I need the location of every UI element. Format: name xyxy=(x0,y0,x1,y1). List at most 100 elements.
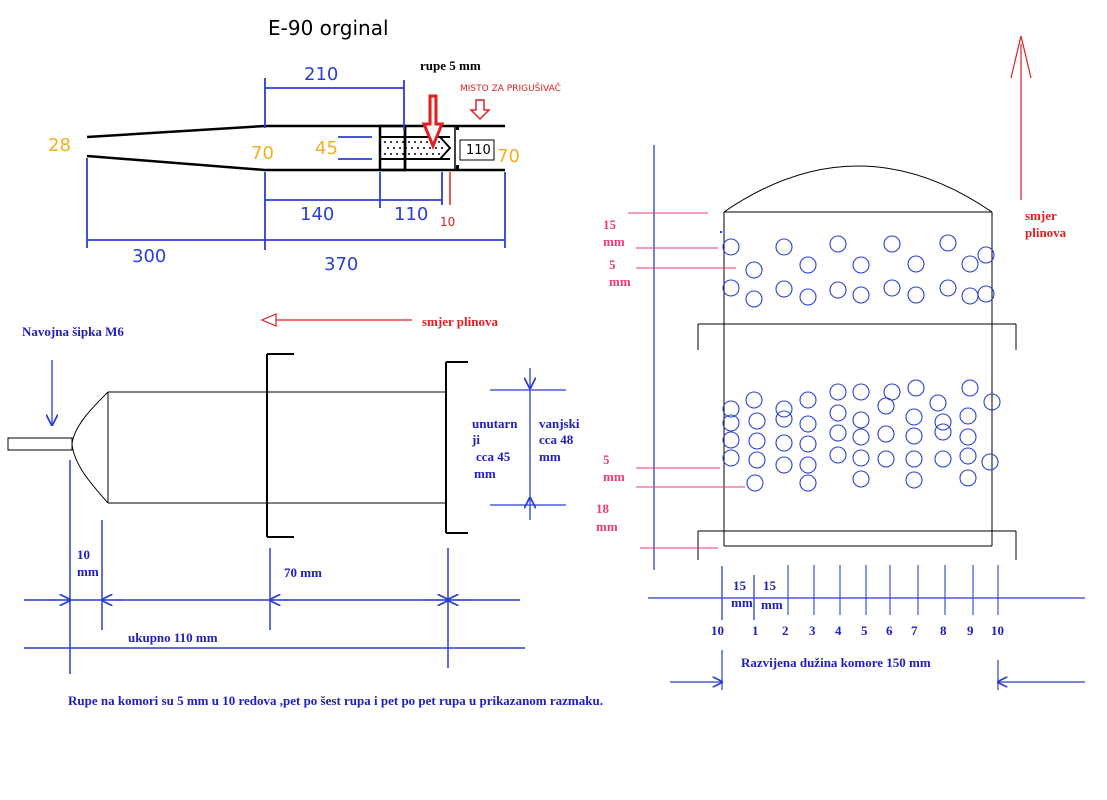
inner-diameter-label: unutarn ji cca 45 mm xyxy=(471,416,521,481)
hole-dot xyxy=(390,153,392,155)
gas-direction-label-right: smjer plinova xyxy=(1025,208,1067,240)
label-5mm-top: 5 mm xyxy=(609,257,631,289)
hole-dot xyxy=(393,147,395,149)
dim-140: 140 xyxy=(300,204,334,225)
chamber-hole xyxy=(905,408,923,426)
row-number: 6 xyxy=(886,623,893,638)
chamber-hole xyxy=(799,456,817,474)
diameter-70-mid: 70 xyxy=(251,143,274,164)
chamber-hole xyxy=(905,471,923,489)
chamber-hole xyxy=(852,470,870,488)
chamber-hole xyxy=(799,256,817,274)
hole-dot xyxy=(420,141,422,143)
chamber-hole xyxy=(852,256,870,274)
diameter-70-right: 70 xyxy=(497,146,520,167)
chamber-hole xyxy=(877,450,895,468)
hole-dot xyxy=(426,141,428,143)
dim-10mm-label: 10 mm xyxy=(77,547,99,579)
chamber-hole xyxy=(748,412,766,430)
chamber-hole xyxy=(939,279,957,297)
chamber-hole xyxy=(852,411,870,429)
hole-dot xyxy=(408,141,410,143)
chamber-hole xyxy=(883,235,901,253)
footer-note: Rupe na komori su 5 mm u 10 redova ,pet … xyxy=(68,693,603,708)
row-number: 10 xyxy=(991,623,1004,638)
chamber-hole xyxy=(961,379,979,397)
hole-dot xyxy=(390,141,392,143)
hole-dot xyxy=(399,147,401,149)
chamber-hole xyxy=(745,391,763,409)
row-tick-lines xyxy=(787,565,999,615)
hole-dot xyxy=(396,141,398,143)
hole-dot xyxy=(384,141,386,143)
developed-length-label: Razvijena dužina komore 150 mm xyxy=(741,655,931,670)
chamber-hole xyxy=(905,450,923,468)
chamber-hole xyxy=(775,434,793,452)
chamber-hole xyxy=(745,290,763,308)
hole-dot xyxy=(402,153,404,155)
hole-dot xyxy=(405,147,407,149)
chamber-hole xyxy=(934,413,952,431)
hole-dot xyxy=(411,147,413,149)
chamber-hole xyxy=(852,449,870,467)
diameter-45: 45 xyxy=(315,138,338,159)
chamber-side-drawing xyxy=(7,353,468,538)
dim-total-label: ukupno 110 mm xyxy=(128,630,218,645)
chamber-hole xyxy=(722,449,740,467)
chamber-hole xyxy=(907,286,925,304)
hole-dot xyxy=(414,153,416,155)
chamber-layout-drawing xyxy=(697,165,1017,560)
row-number: 2 xyxy=(782,623,789,638)
chamber-hole xyxy=(907,255,925,273)
chamber-hole xyxy=(929,394,947,412)
row-number: 4 xyxy=(835,623,842,638)
label-5mm-bottom: 5 mm xyxy=(603,452,625,484)
chamber-hole xyxy=(829,235,847,253)
chamber-hole xyxy=(799,435,817,453)
hole-dot xyxy=(384,153,386,155)
chamber-hole xyxy=(748,432,766,450)
spacing-15mm-b: 15 mm xyxy=(761,578,783,612)
hole-dot xyxy=(426,153,428,155)
hole-dot xyxy=(387,147,389,149)
chamber-hole xyxy=(829,424,847,442)
spacing-15mm-a: 15 mm xyxy=(731,578,753,610)
hole-dot xyxy=(438,153,440,155)
chamber-hole xyxy=(934,450,952,468)
gas-direction-label-left: smjer plinova xyxy=(422,314,498,329)
chamber-hole xyxy=(983,393,1001,411)
hole-dot xyxy=(429,147,431,149)
chamber-hole xyxy=(877,397,895,415)
row-number: 5 xyxy=(861,623,868,638)
chamber-hole xyxy=(722,400,740,418)
gas-direction-arrow-icon xyxy=(260,313,412,327)
hole-pattern xyxy=(384,141,443,155)
hole-dot xyxy=(441,147,443,149)
hole-dot xyxy=(417,147,419,149)
chamber-hole xyxy=(799,415,817,433)
chamber-hole xyxy=(981,453,999,471)
hole-dot xyxy=(402,141,404,143)
chamber-hole xyxy=(907,379,925,397)
chamber-hole xyxy=(883,279,901,297)
top-muffler-drawing xyxy=(86,124,505,172)
threaded-rod-label: Navojna šipka M6 xyxy=(22,324,124,339)
label-15mm-top: 15 mm xyxy=(603,217,625,249)
chamber-hole xyxy=(775,456,793,474)
chamber-hole xyxy=(829,383,847,401)
dim-300: 300 xyxy=(132,246,166,267)
hole-dot xyxy=(435,147,437,149)
chamber-hole xyxy=(746,474,764,492)
row-number: 9 xyxy=(967,623,974,638)
chamber-hole xyxy=(939,234,957,252)
holes-label: rupe 5 mm xyxy=(420,58,481,73)
chamber-hole xyxy=(829,404,847,422)
top-dimension-lines xyxy=(86,78,506,250)
chamber-hole xyxy=(722,414,740,432)
chamber-hole xyxy=(959,407,977,425)
chamber-holes xyxy=(722,234,1001,492)
row-number: 10 xyxy=(711,623,724,638)
pink-leader-lines xyxy=(628,212,745,549)
hole-dot xyxy=(423,147,425,149)
chamber-hole xyxy=(959,447,977,465)
